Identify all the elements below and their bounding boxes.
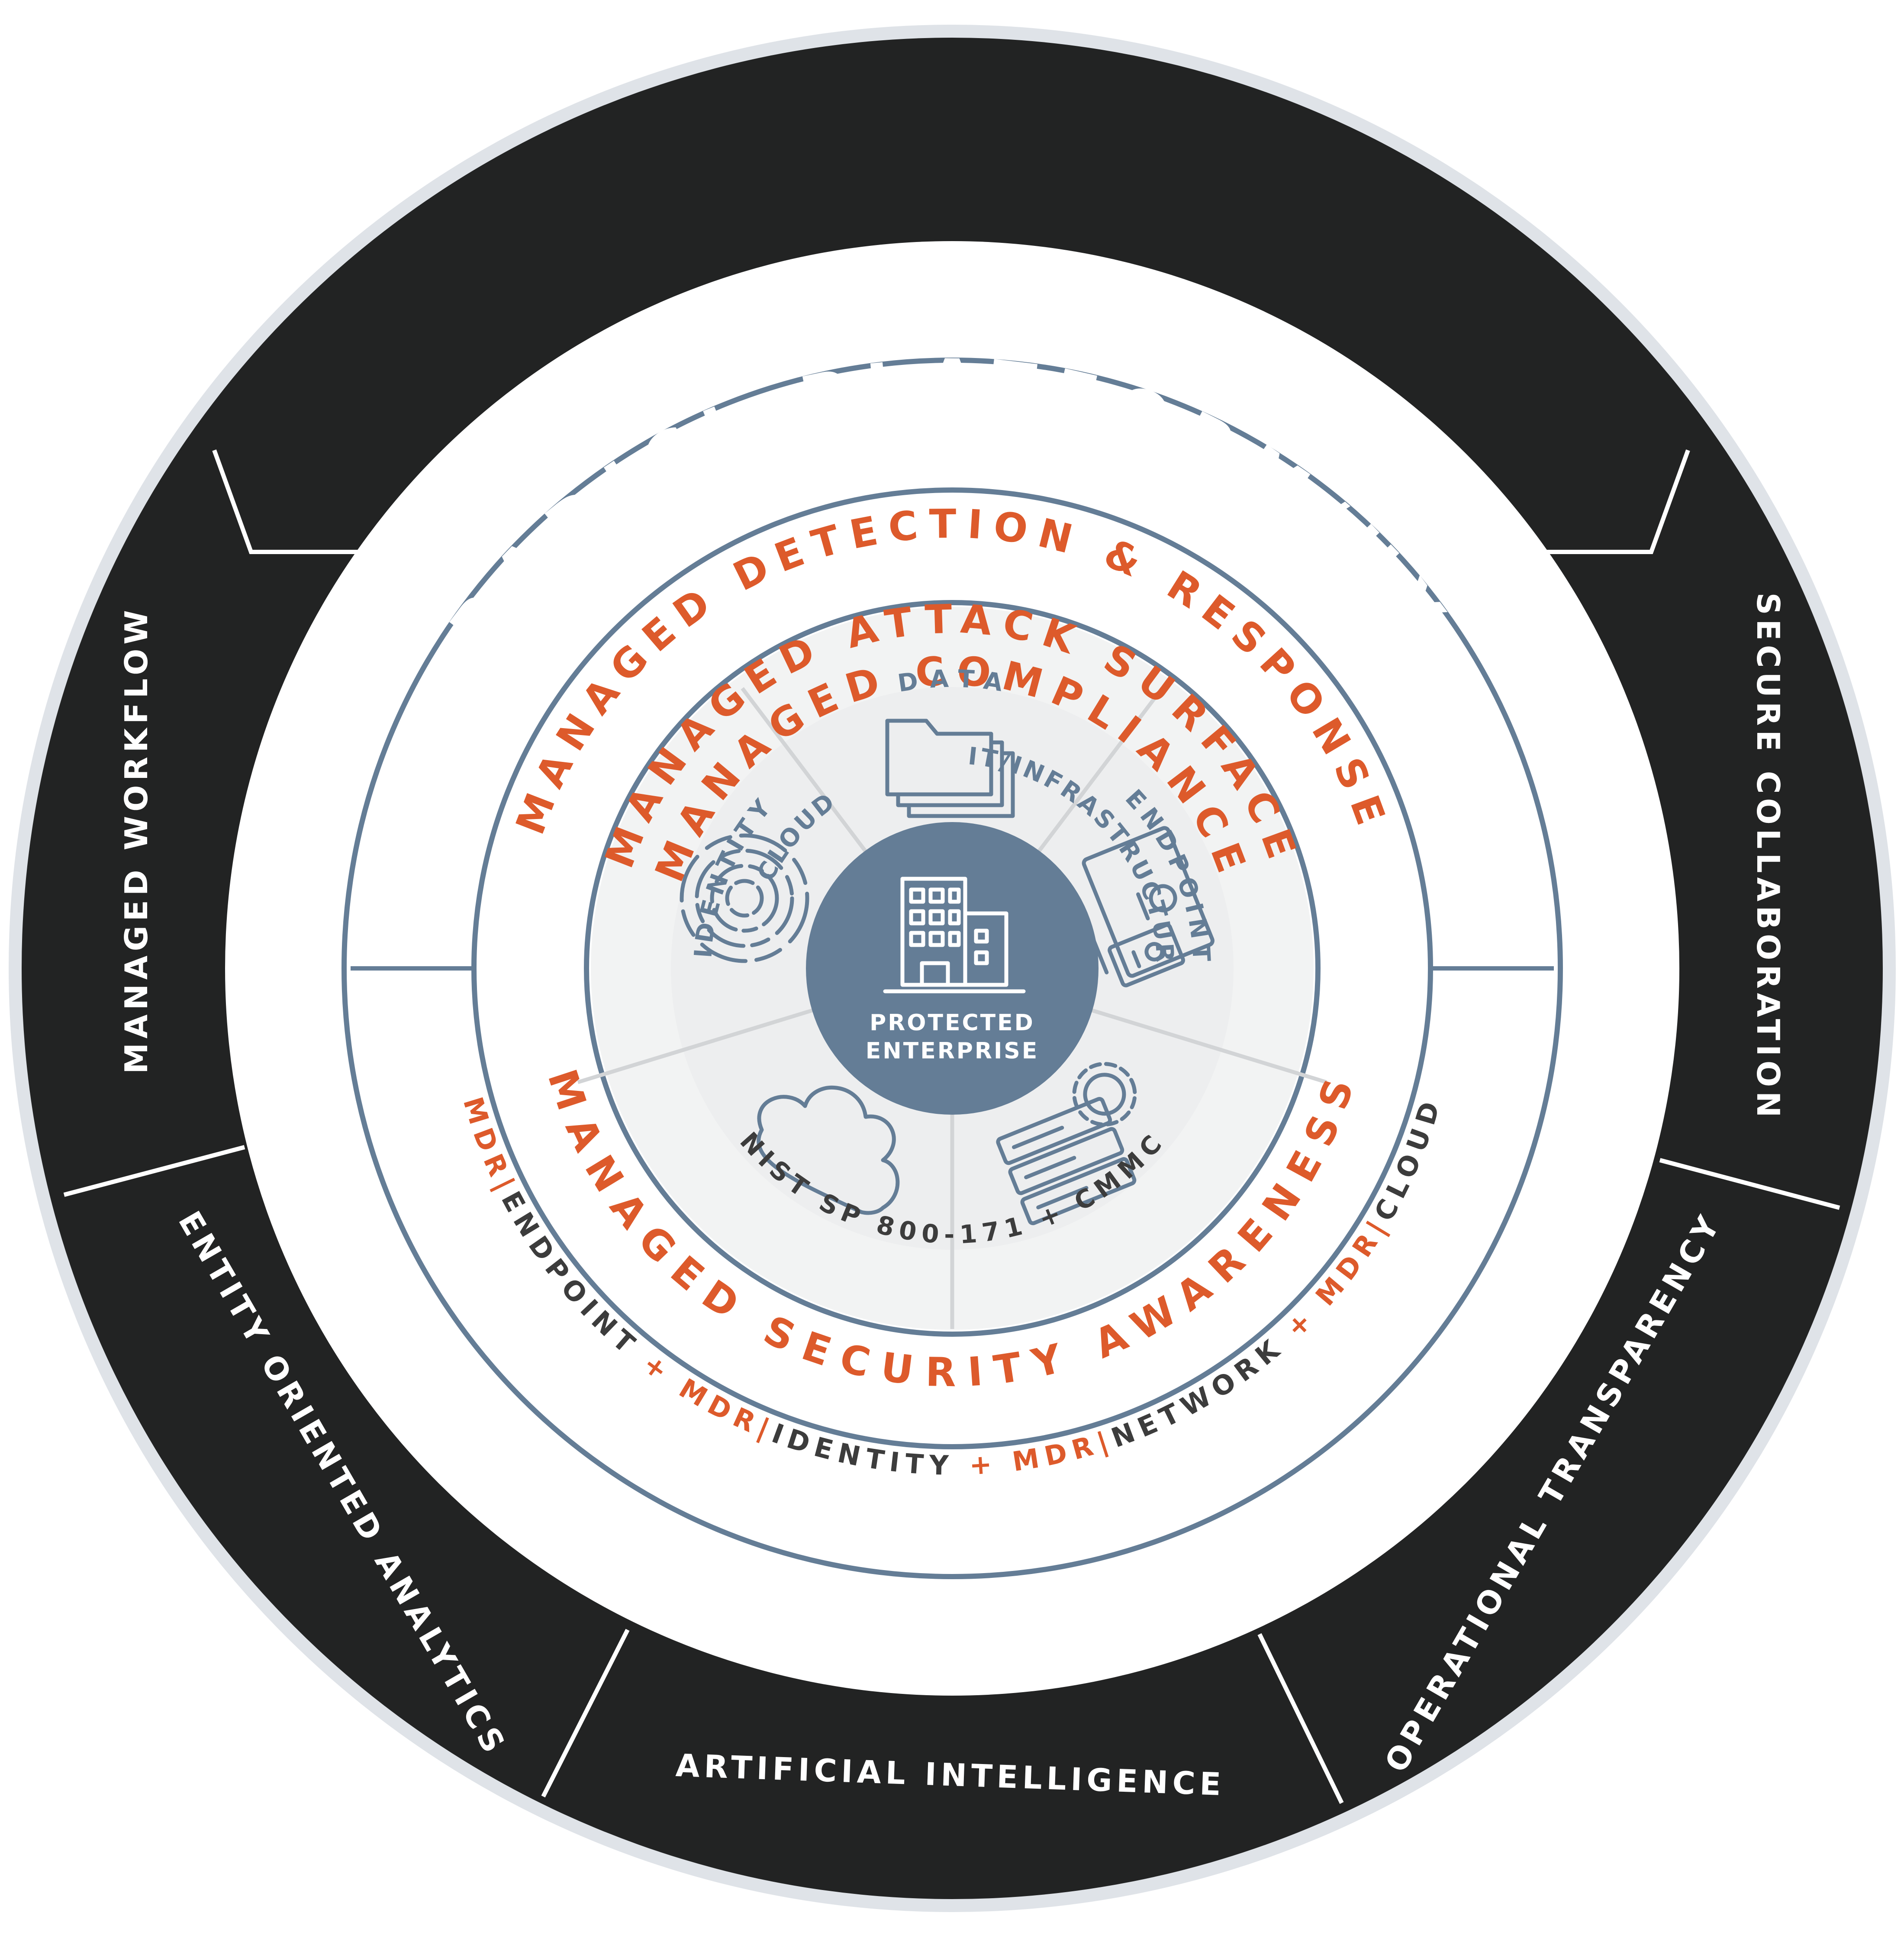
devices-icon: [1077, 826, 1215, 987]
sector-dividers: [577, 687, 1327, 1329]
center-circle: [806, 822, 1099, 1115]
center-label-line1: PROTECTED: [870, 1010, 1035, 1036]
server-gear-icon: [996, 1062, 1137, 1226]
ring-attack-surface: [341, 358, 1563, 1579]
segment-dividers: [63, 449, 1840, 1804]
folders-icon: [885, 719, 1015, 818]
cloud-icon: [757, 1086, 900, 1215]
mdr-separator-2: +: [968, 1448, 998, 1481]
segment-managed-workflow: MANAGED WORKFLOW: [118, 606, 155, 1074]
center-label-line2: ENTERPRISE: [866, 1038, 1039, 1064]
fingerprint-icon: [680, 833, 809, 963]
segment-secure-collaboration: SECURE COLLABORATION: [1750, 593, 1786, 1122]
sector-label-data: DATA: [896, 665, 1009, 698]
building-icon: [883, 877, 1026, 993]
ring-sectors: [584, 600, 1321, 1337]
